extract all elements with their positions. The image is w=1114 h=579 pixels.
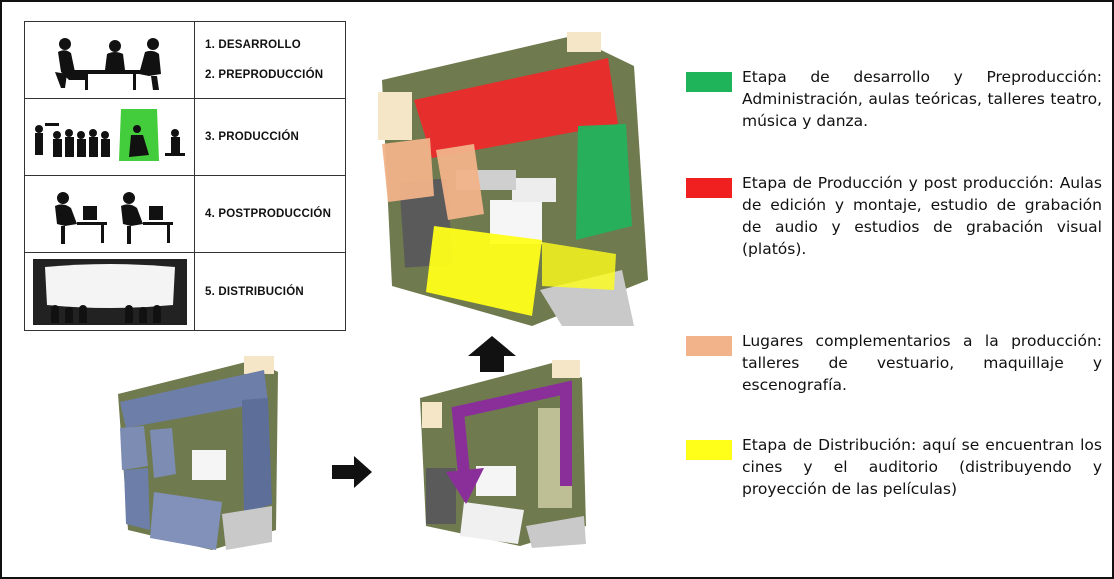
up-arrow-icon	[468, 336, 516, 372]
stage-row-development: 1. DESARROLLO 2. PREPRODUCCIÓN	[25, 22, 345, 99]
film-crew-icon	[25, 99, 195, 175]
zoning-plan-colored	[378, 32, 648, 326]
stage-row-production: 3. PRODUCCIÓN	[25, 99, 345, 176]
legend-text-peach: Lugares complementarios a la producción:…	[742, 332, 1102, 394]
stages-table: 1. DESARROLLO 2. PREPRODUCCIÓN	[24, 21, 346, 331]
swatch-red	[686, 178, 732, 198]
stage-label-postproduction: 4. POSTPRODUCCIÓN	[205, 208, 332, 220]
legend-text-green: Etapa de desarrollo y Preproducción: Adm…	[742, 68, 1102, 130]
swatch-green	[686, 72, 732, 92]
zone-yellow	[426, 226, 542, 316]
circulation-arrow-icon	[451, 380, 572, 486]
legend-text-red: Etapa de Producción y post producción: A…	[742, 174, 1102, 258]
zoning-plan-blue	[118, 356, 278, 550]
stage-labels-3: 4. POSTPRODUCCIÓN	[205, 176, 345, 252]
stage-label-development: 1. DESARROLLO	[205, 39, 301, 51]
editors-at-desks-icon	[25, 176, 195, 252]
stage-labels-1: 1. DESARROLLO 2. PREPRODUCCIÓN	[205, 22, 345, 98]
right-arrow-icon	[332, 456, 372, 488]
stage-row-distribution: 5. DISTRIBUCIÓN	[25, 253, 345, 330]
swatch-peach	[686, 336, 732, 356]
stage-label-distribution: 5. DISTRIBUCIÓN	[205, 285, 304, 298]
stage-labels-2: 3. PRODUCCIÓN	[205, 99, 345, 175]
zone-green	[576, 124, 632, 240]
stage-label-preproduction: 2. PREPRODUCCIÓN	[205, 69, 324, 81]
zone-red	[414, 58, 618, 158]
meeting-people-icon	[25, 22, 195, 98]
legend-text-yellow: Etapa de Distribución: aquí se encuentra…	[742, 436, 1102, 498]
swatch-yellow	[686, 440, 732, 460]
stage-label-production: 3. PRODUCCIÓN	[205, 131, 299, 143]
cinema-audience-icon	[25, 253, 195, 330]
zone-peach	[382, 138, 434, 202]
stage-row-postproduction: 4. POSTPRODUCCIÓN	[25, 176, 345, 253]
stage-labels-4: 5. DISTRIBUCIÓN	[205, 253, 345, 330]
zoning-plan-circulation	[420, 360, 586, 548]
